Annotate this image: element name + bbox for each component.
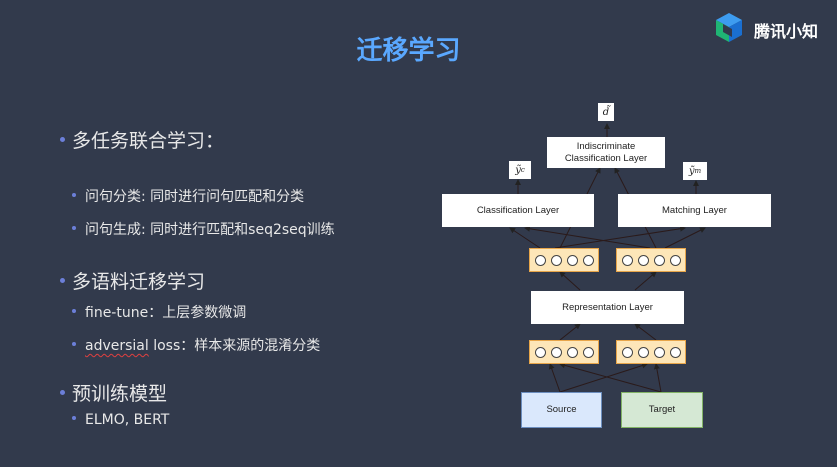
- d-output-label: d̃: [598, 103, 614, 121]
- bullet-multicorpus: 多语料迁移学习: [60, 267, 205, 294]
- neuron-unit: [637, 254, 649, 266]
- cube-logo-icon: [716, 13, 742, 42]
- box-label-line2: Classification Layer: [564, 152, 648, 164]
- bullet-dot: [72, 416, 76, 420]
- diagram-arrows: [509, 123, 706, 393]
- bullet-question-generation: 问句生成: 同时进行匹配和seq2seq训练: [72, 219, 335, 239]
- label-text: d̃: [602, 106, 610, 118]
- label-text: ỹ: [515, 164, 521, 176]
- bullet-multitask: 多任务联合学习：: [60, 126, 224, 153]
- neuron-unit: [653, 254, 665, 266]
- label-subscript: m: [694, 167, 702, 175]
- slide-title: 迁移学习: [356, 36, 461, 66]
- bullet-dot: [60, 137, 65, 142]
- tencent-xiaozhi-logo: 腾讯小知: [712, 11, 830, 45]
- neuron-unit: [621, 254, 633, 266]
- bullet-text: 多语料迁移学习: [72, 271, 206, 293]
- bullet-adversial-loss: adversial loss：样本来源的混淆分类: [72, 335, 320, 355]
- bullet-pretrained: 预训练模型: [60, 379, 167, 406]
- box-label-line1: Indiscriminate: [576, 140, 636, 152]
- neuron-unit: [582, 346, 594, 358]
- bullet-text: ELMO, BERT: [85, 412, 170, 428]
- bullet-dot: [60, 390, 65, 395]
- representation-layer: Representation Layer: [531, 291, 684, 324]
- upper-target-units: [616, 248, 686, 272]
- bullet-text: fine-tune：上层参数微调: [85, 305, 247, 321]
- matching-layer: Matching Layer: [618, 194, 771, 227]
- bullet-text: loss：样本来源的混淆分类: [148, 338, 321, 354]
- bullet-text: 问句分类: 同时进行问句匹配和分类: [85, 189, 305, 205]
- bullet-dot: [72, 309, 76, 313]
- bullet-dot: [72, 342, 76, 346]
- neuron-unit: [566, 346, 578, 358]
- bullet-fine-tune: fine-tune：上层参数微调: [72, 302, 246, 322]
- neuron-unit: [637, 346, 649, 358]
- neuron-unit: [669, 346, 681, 358]
- bullet-question-classification: 问句分类: 同时进行问句匹配和分类: [72, 186, 304, 206]
- logo-text: 腾讯小知: [754, 22, 819, 41]
- lower-target-units: [616, 340, 686, 364]
- classification-layer: Classification Layer: [442, 194, 594, 227]
- source-input: Source: [521, 392, 602, 428]
- upper-source-units: [529, 248, 599, 272]
- neuron-unit: [653, 346, 665, 358]
- lower-source-units: [529, 340, 599, 364]
- neuron-unit: [566, 254, 578, 266]
- bullet-elmo-bert: ELMO, BERT: [72, 412, 169, 428]
- neuron-unit: [582, 254, 594, 266]
- label-subscript: c: [520, 166, 525, 174]
- label-text: ỹ: [688, 165, 695, 177]
- bullet-text: 问句生成: 同时进行匹配和seq2seq训练: [85, 222, 335, 238]
- neuron-unit: [550, 254, 562, 266]
- neuron-unit: [550, 346, 562, 358]
- neuron-unit: [669, 254, 681, 266]
- target-input: Target: [621, 392, 703, 428]
- bullet-text-misspelled: adversial: [85, 338, 149, 354]
- bullet-dot: [72, 193, 76, 197]
- neuron-unit: [534, 254, 546, 266]
- bullet-dot: [60, 278, 65, 283]
- bullet-dot: [72, 226, 76, 230]
- neuron-unit: [534, 346, 546, 358]
- bullet-text: 多任务联合学习：: [72, 130, 225, 152]
- neuron-unit: [621, 346, 633, 358]
- bullet-text: 预训练模型: [72, 383, 168, 405]
